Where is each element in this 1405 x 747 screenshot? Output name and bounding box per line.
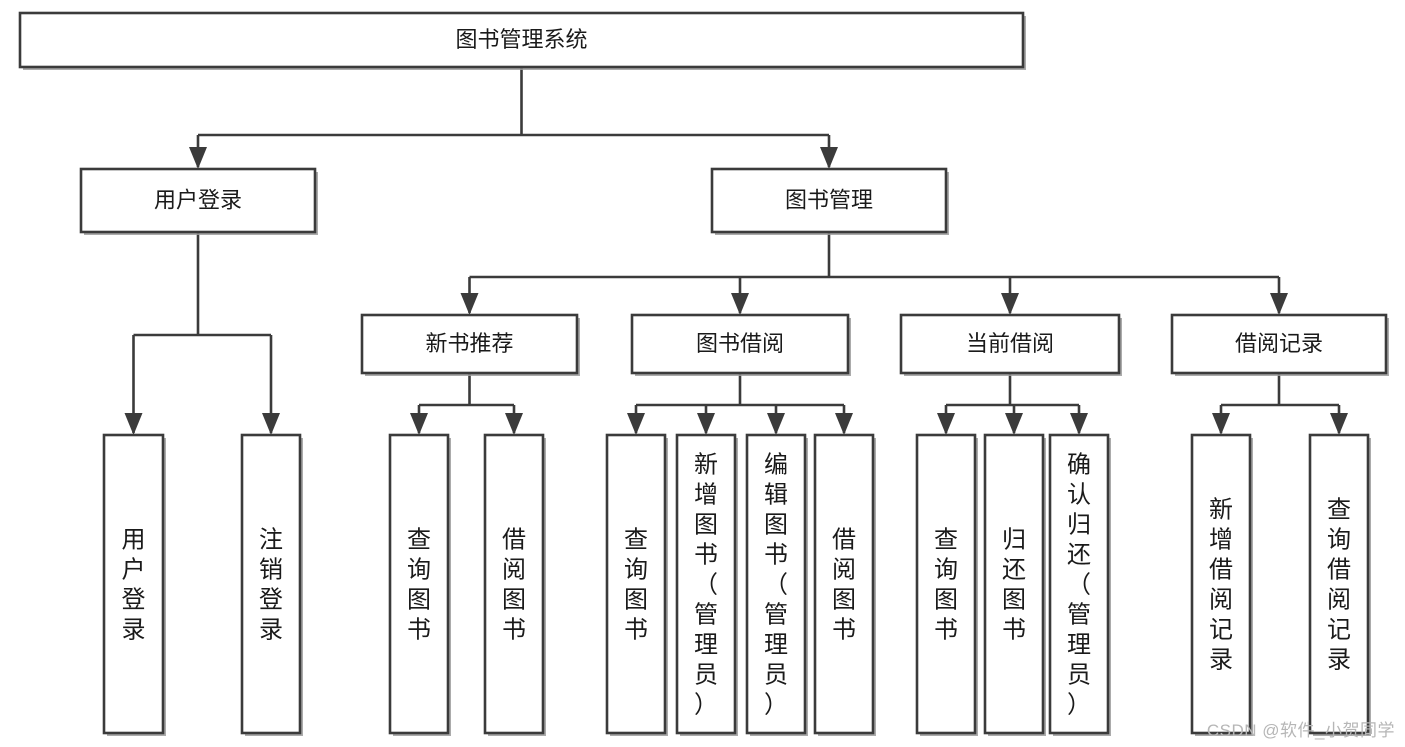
node-rect[interactable] — [675, 433, 737, 735]
watermark-text: CSDN @软件_小贺同学 — [1206, 721, 1395, 740]
node-rect[interactable] — [710, 167, 948, 234]
node-label: 借阅记录 — [1235, 331, 1323, 356]
arrowhead-icon — [627, 413, 645, 435]
node-n-book-mgmt[interactable]: 图书管理 — [710, 167, 949, 235]
node-label: 新增图书（管理员） — [694, 451, 718, 718]
node-l-borrow-book-1[interactable]: 借阅图书 — [483, 433, 546, 736]
node-label: 当前借阅 — [966, 331, 1054, 356]
node-label: 图书管理系统 — [455, 27, 587, 52]
node-l-query-book-1[interactable]: 查询图书 — [388, 433, 451, 736]
node-label: 确认归还（管理员） — [1067, 451, 1091, 718]
node-l-confirm-return[interactable]: 确认归还（管理员） — [1048, 433, 1111, 736]
node-rect[interactable] — [745, 433, 807, 735]
arrowhead-icon — [835, 413, 853, 435]
arrowhead-icon — [124, 413, 143, 435]
arrowhead-icon — [697, 413, 715, 435]
node-label: 借阅图书 — [832, 526, 856, 643]
arrowhead-icon — [937, 413, 955, 435]
node-n-new-rec[interactable]: 新书推荐 — [360, 313, 580, 376]
node-label: 借阅图书 — [502, 526, 526, 643]
node-label: 查询图书 — [624, 526, 648, 643]
node-label: 编辑图书（管理员） — [764, 451, 788, 718]
node-label: 查询借阅记录 — [1327, 496, 1351, 673]
node-rect[interactable] — [240, 433, 302, 735]
arrowhead-icon — [1001, 293, 1019, 315]
node-l-query-book-2[interactable]: 查询图书 — [605, 433, 668, 736]
node-rect[interactable] — [1048, 433, 1110, 735]
node-rect[interactable] — [605, 433, 667, 735]
arrowhead-icon — [1005, 413, 1023, 435]
node-rect[interactable] — [1308, 433, 1370, 735]
arrowhead-icon — [1070, 413, 1088, 435]
node-l-user-login[interactable]: 用户登录 — [102, 433, 166, 736]
node-n-user-login[interactable]: 用户登录 — [79, 167, 318, 235]
node-root[interactable]: 图书管理系统 — [18, 11, 1026, 70]
node-label: 归还图书 — [1002, 526, 1026, 643]
arrowhead-icon — [731, 293, 749, 315]
arrowhead-icon — [505, 413, 523, 435]
node-label: 新增借阅记录 — [1209, 496, 1233, 673]
node-l-add-book[interactable]: 新增图书（管理员） — [675, 433, 738, 736]
node-rect[interactable] — [915, 433, 977, 735]
node-n-borrow[interactable]: 图书借阅 — [630, 313, 851, 376]
node-rect[interactable] — [79, 167, 317, 234]
arrowhead-icon — [1330, 413, 1348, 435]
node-rect[interactable] — [483, 433, 545, 735]
node-l-borrow-book-2[interactable]: 借阅图书 — [813, 433, 876, 736]
arrowhead-icon — [262, 413, 280, 435]
node-layer: 图书管理系统用户登录图书管理新书推荐图书借阅当前借阅借阅记录用户登录注销登录查询… — [18, 11, 1389, 736]
node-label: 用户登录 — [122, 526, 146, 643]
node-rect[interactable] — [813, 433, 875, 735]
node-label: 注销登录 — [259, 526, 283, 643]
arrowhead-icon — [410, 413, 428, 435]
node-rect[interactable] — [1170, 313, 1388, 375]
node-l-edit-book[interactable]: 编辑图书（管理员） — [745, 433, 808, 736]
node-rect[interactable] — [899, 313, 1121, 375]
node-n-current[interactable]: 当前借阅 — [899, 313, 1122, 376]
node-rect[interactable] — [102, 433, 165, 735]
node-label: 查询图书 — [407, 526, 431, 643]
node-label: 图书借阅 — [696, 331, 784, 356]
node-n-records[interactable]: 借阅记录 — [1170, 313, 1389, 376]
node-label: 新书推荐 — [425, 331, 513, 356]
node-rect[interactable] — [360, 313, 579, 375]
node-l-query-book-3[interactable]: 查询图书 — [915, 433, 978, 736]
node-label: 图书管理 — [785, 187, 873, 212]
arrowhead-icon — [460, 293, 479, 315]
node-label: 用户登录 — [154, 187, 242, 212]
connector-layer — [124, 67, 1348, 435]
node-label: 查询图书 — [934, 526, 958, 643]
arrowhead-icon — [1270, 293, 1288, 315]
node-rect[interactable] — [18, 11, 1025, 69]
arrowhead-icon — [767, 413, 785, 435]
arrowhead-icon — [1212, 413, 1230, 435]
node-rect[interactable] — [630, 313, 850, 375]
node-l-query-record[interactable]: 查询借阅记录 — [1308, 433, 1371, 736]
node-rect[interactable] — [388, 433, 450, 735]
arrowhead-icon — [820, 147, 838, 169]
node-rect[interactable] — [1190, 433, 1252, 735]
arrowhead-icon — [189, 147, 207, 169]
node-rect[interactable] — [983, 433, 1045, 735]
node-l-add-record[interactable]: 新增借阅记录 — [1190, 433, 1253, 736]
node-l-return-book[interactable]: 归还图书 — [983, 433, 1046, 736]
node-l-logout[interactable]: 注销登录 — [240, 433, 303, 736]
